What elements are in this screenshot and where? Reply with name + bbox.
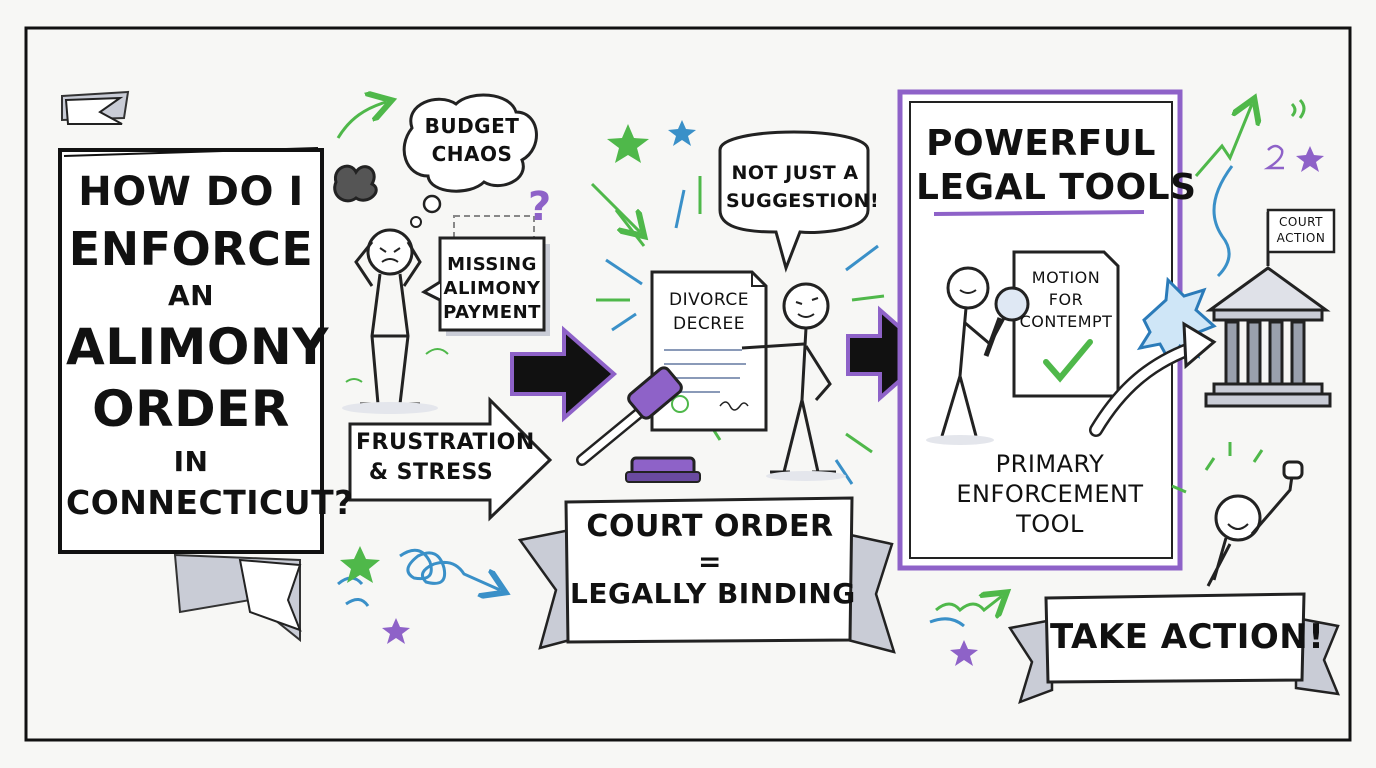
green-star-2-icon bbox=[340, 546, 380, 583]
courthouse-icon bbox=[1204, 208, 1336, 408]
missing-card-line-3: PAYMENT bbox=[443, 302, 541, 323]
seal-icon bbox=[671, 395, 689, 413]
tool-caption-line-3: TOOL bbox=[1016, 510, 1084, 538]
missing-alimony-card bbox=[420, 236, 550, 336]
stressed-person-figure bbox=[333, 164, 438, 414]
budget-chaos-line-1: BUDGET bbox=[424, 114, 520, 138]
motion-line-1: MOTION bbox=[1031, 268, 1101, 287]
blue-star-icon bbox=[668, 120, 696, 146]
title-line-3: AN bbox=[167, 279, 215, 312]
progress-arrow-1-icon bbox=[510, 325, 618, 423]
court-order-line-3: LEGALLY BINDING bbox=[570, 577, 856, 610]
decree-sparkle-lines bbox=[590, 176, 885, 485]
speech-line-1: NOT JUST A bbox=[731, 162, 859, 184]
outer-frame bbox=[24, 26, 1352, 742]
gavel-icon bbox=[576, 366, 701, 483]
flag-line-2: ACTION bbox=[1276, 231, 1326, 245]
investigator-figure bbox=[926, 266, 1030, 445]
title-line-4: ALIMONY bbox=[66, 318, 329, 376]
title-line-2: ENFORCE bbox=[68, 222, 314, 276]
budget-chaos-line-2: CHAOS bbox=[431, 142, 513, 166]
tools-heading-line-1: POWERFUL bbox=[926, 123, 1156, 164]
budget-chaos-thought-bubble bbox=[402, 93, 538, 228]
missing-card-line-1: MISSING bbox=[447, 254, 537, 275]
tools-heading-line-2: LEGAL TOOLS bbox=[916, 167, 1197, 208]
motion-line-2: FOR bbox=[1048, 290, 1084, 309]
speech-line-2: SUGGESTION! bbox=[726, 190, 880, 212]
pointing-person-figure bbox=[741, 282, 846, 481]
motion-for-contempt-document bbox=[1012, 250, 1120, 398]
frustration-arrow bbox=[348, 396, 553, 522]
checkmark-icon bbox=[1043, 339, 1093, 383]
court-action-flag bbox=[1266, 208, 1336, 254]
title-line-7: CONNECTICUT? bbox=[66, 483, 354, 522]
purple-star-2-icon bbox=[950, 640, 978, 666]
decree-line-2: DECREE bbox=[673, 314, 745, 334]
green-star-icon bbox=[607, 124, 649, 163]
title-line-6: IN bbox=[173, 445, 209, 478]
court-order-line-1: COURT ORDER bbox=[586, 509, 834, 544]
title-line-1: HOW DO I bbox=[78, 169, 304, 215]
frustration-line-2: & STRESS bbox=[368, 460, 494, 485]
take-action-label: TAKE ACTION! bbox=[1050, 617, 1325, 657]
flag-line-1: COURT bbox=[1279, 215, 1323, 229]
decorative-doodles bbox=[336, 100, 1306, 628]
cheering-person-figure bbox=[1206, 460, 1304, 587]
title-line-5: ORDER bbox=[92, 380, 290, 438]
motion-line-3: CONTEMPT bbox=[1019, 312, 1113, 331]
question-mark-icon: ? bbox=[528, 184, 551, 230]
take-action-banner bbox=[1007, 592, 1340, 705]
purple-star-icon bbox=[382, 618, 410, 644]
speech-bubble bbox=[718, 130, 870, 273]
court-order-line-2: = bbox=[698, 545, 722, 578]
title-banner bbox=[58, 90, 324, 643]
court-order-banner bbox=[517, 496, 896, 654]
tool-caption-line-2: ENFORCEMENT bbox=[956, 480, 1144, 508]
decree-line-1: DIVORCE bbox=[669, 290, 749, 310]
purple-star-3-icon bbox=[1296, 146, 1324, 172]
missing-card-line-2: ALIMONY bbox=[443, 278, 541, 299]
tool-caption-line-1: PRIMARY bbox=[995, 450, 1105, 478]
frustration-line-1: FRUSTRATION bbox=[356, 430, 535, 455]
